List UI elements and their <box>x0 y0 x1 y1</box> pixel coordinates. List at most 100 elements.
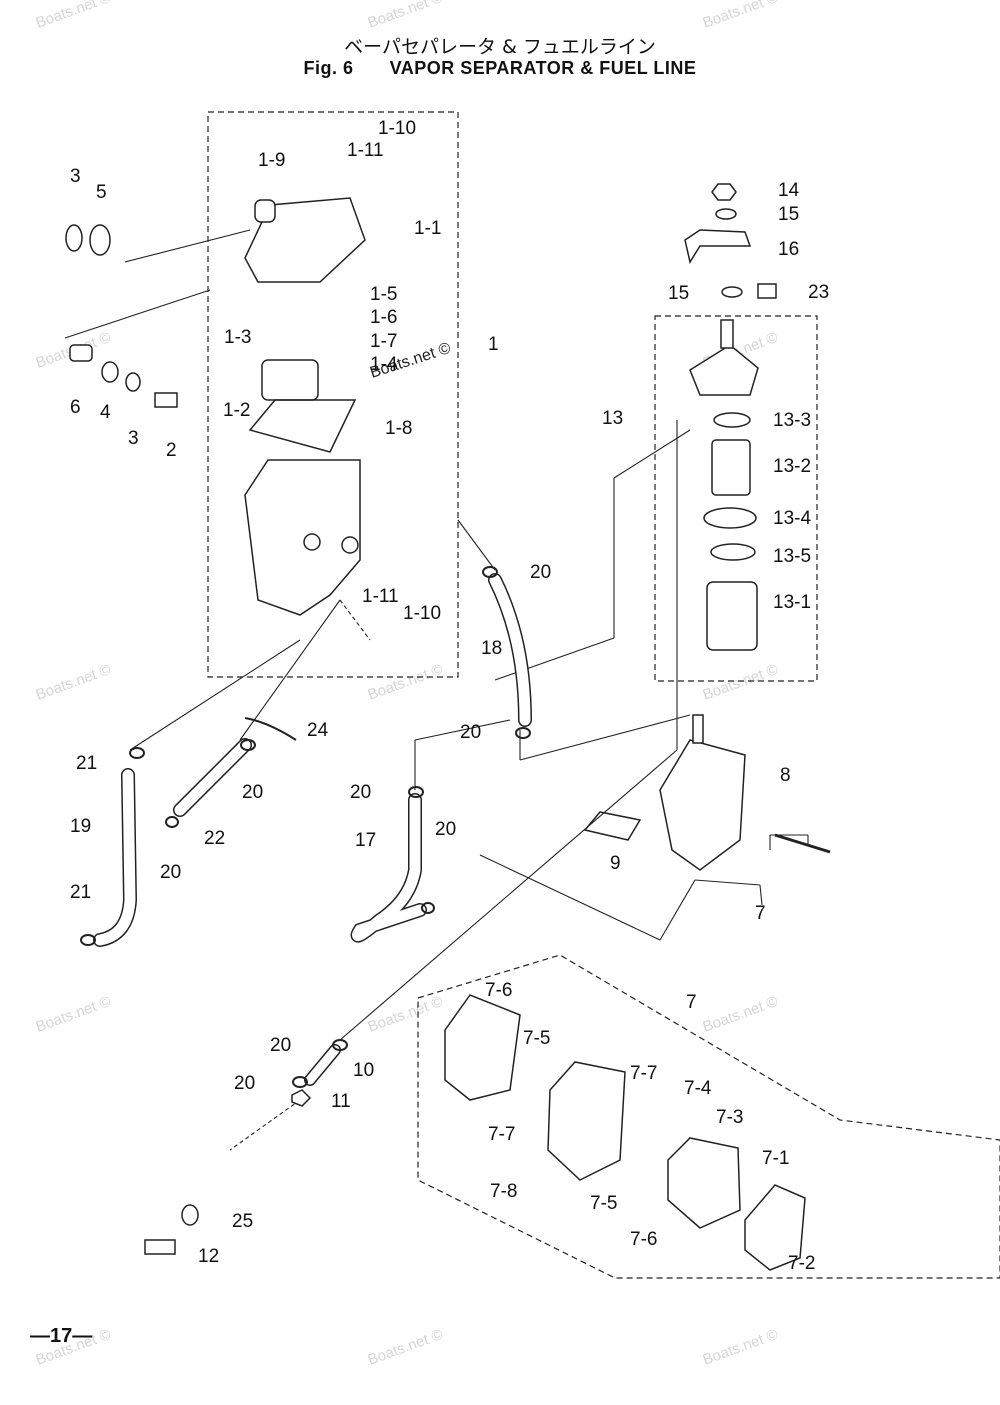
leader-line <box>479 854 661 941</box>
callout-label: 1-11 <box>362 586 399 607</box>
bolt-head <box>757 283 777 299</box>
pump-plate <box>744 1184 806 1271</box>
callout-label: 7 <box>686 992 697 1013</box>
pump-bolt <box>774 833 831 854</box>
callout-label: 19 <box>70 816 91 837</box>
watermark: Boats.net © <box>34 0 114 32</box>
diaphragm <box>667 1137 741 1229</box>
callout-label: 7-2 <box>788 1253 815 1274</box>
callout-label: 1 <box>488 334 499 355</box>
callout-label: 20 <box>270 1035 291 1056</box>
callout-label: 1-11 <box>347 140 384 161</box>
separator-body <box>244 459 361 616</box>
callout-label: 1-5 <box>370 284 397 305</box>
callout-label: 1-4 <box>370 354 398 375</box>
callout-label: 7-1 <box>762 1148 789 1169</box>
callout-label: 1-10 <box>378 118 416 139</box>
cover-mount-ear <box>254 199 276 223</box>
callout-label: 21 <box>70 882 91 903</box>
filter-element <box>711 439 751 496</box>
grommet-5 <box>89 224 111 256</box>
fuel-pump <box>659 739 746 871</box>
clamp-21 <box>129 747 145 759</box>
clip-24 <box>244 717 297 741</box>
fuel-filter-assembly-box <box>654 315 818 682</box>
callout-label: 23 <box>808 282 829 303</box>
clamp-20 <box>515 727 531 739</box>
hose-17-fill <box>352 794 426 942</box>
leader-line <box>694 879 761 886</box>
callout-label: 22 <box>204 828 225 849</box>
callout-label: 1-6 <box>370 307 397 328</box>
pump-cover <box>444 994 521 1101</box>
leader-line <box>129 639 301 751</box>
washer-25 <box>181 1204 199 1226</box>
watermark: Boats.net © <box>366 993 446 1036</box>
washer <box>715 208 737 220</box>
pump-nipple <box>692 714 704 744</box>
o-ring-large <box>703 507 757 529</box>
gasket <box>248 399 357 453</box>
callout-label: 2 <box>166 440 177 461</box>
pump-body <box>547 1061 626 1181</box>
callout-label: 20 <box>460 722 481 743</box>
callout-label: 20 <box>234 1073 255 1094</box>
callout-label: 1-9 <box>258 150 285 171</box>
leader-line <box>229 1099 301 1151</box>
leader-line <box>339 749 678 1041</box>
nut-11 <box>291 1089 312 1107</box>
watermark: Boats.net © <box>701 0 781 32</box>
bolt-2 <box>154 392 178 408</box>
callout-label: 7-7 <box>488 1124 515 1145</box>
callout-label: 13-2 <box>773 456 811 477</box>
washer-3 <box>65 224 83 252</box>
filter-ring <box>710 543 756 561</box>
callout-label: 1-1 <box>414 218 441 239</box>
callout-label: 7-6 <box>485 980 512 1001</box>
callout-label: 13-1 <box>773 592 811 613</box>
clamp-20 <box>332 1039 348 1051</box>
bracket <box>684 229 752 264</box>
callout-label: 16 <box>778 239 799 260</box>
callout-label: 13-3 <box>773 410 811 431</box>
callout-label: 11 <box>331 1091 351 1112</box>
callout-label: 18 <box>481 638 502 659</box>
filter-cap <box>689 344 759 396</box>
leader-line <box>457 519 496 571</box>
callout-label: 20 <box>435 819 456 840</box>
fitting <box>303 533 321 551</box>
callout-label: 13-5 <box>773 546 811 567</box>
clamp-20 <box>240 739 256 751</box>
figure-title-english: VAPOR SEPARATOR & FUEL LINE <box>389 58 697 78</box>
washer <box>721 286 743 298</box>
callout-label: 20 <box>242 782 263 803</box>
watermark: Boats.net © <box>366 1326 446 1369</box>
callout-label: 17 <box>355 830 376 851</box>
callout-label: 24 <box>307 720 329 741</box>
page-number: —17— <box>30 1325 93 1347</box>
callout-label: 15 <box>778 204 799 225</box>
float <box>261 359 319 401</box>
hose-18-fill <box>489 574 531 726</box>
figure-title-japanese: ベーパセパレータ & フュエルライン <box>344 36 656 58</box>
watermark: Boats.net © <box>366 661 446 704</box>
clamp-21 <box>80 934 96 946</box>
callout-label: 20 <box>350 782 371 803</box>
callout-label: 3 <box>128 428 139 449</box>
watermark: Boats.net © <box>701 661 781 704</box>
callout-label: 5 <box>96 182 107 203</box>
washer-3b <box>125 372 141 392</box>
callout-label: 1-3 <box>224 327 251 348</box>
callout-label: 25 <box>232 1211 253 1232</box>
washer-4 <box>101 361 119 383</box>
callout-label: 7-3 <box>716 1107 743 1128</box>
fitting <box>341 536 359 554</box>
leader-line <box>339 599 371 641</box>
callout-label: 13 <box>602 408 623 429</box>
pump-gasket <box>583 811 642 841</box>
hose-10-fill <box>305 1045 340 1085</box>
clamp-20 <box>408 786 424 798</box>
watermark: Boats.net © <box>34 661 114 704</box>
clamp-20 <box>421 902 435 914</box>
